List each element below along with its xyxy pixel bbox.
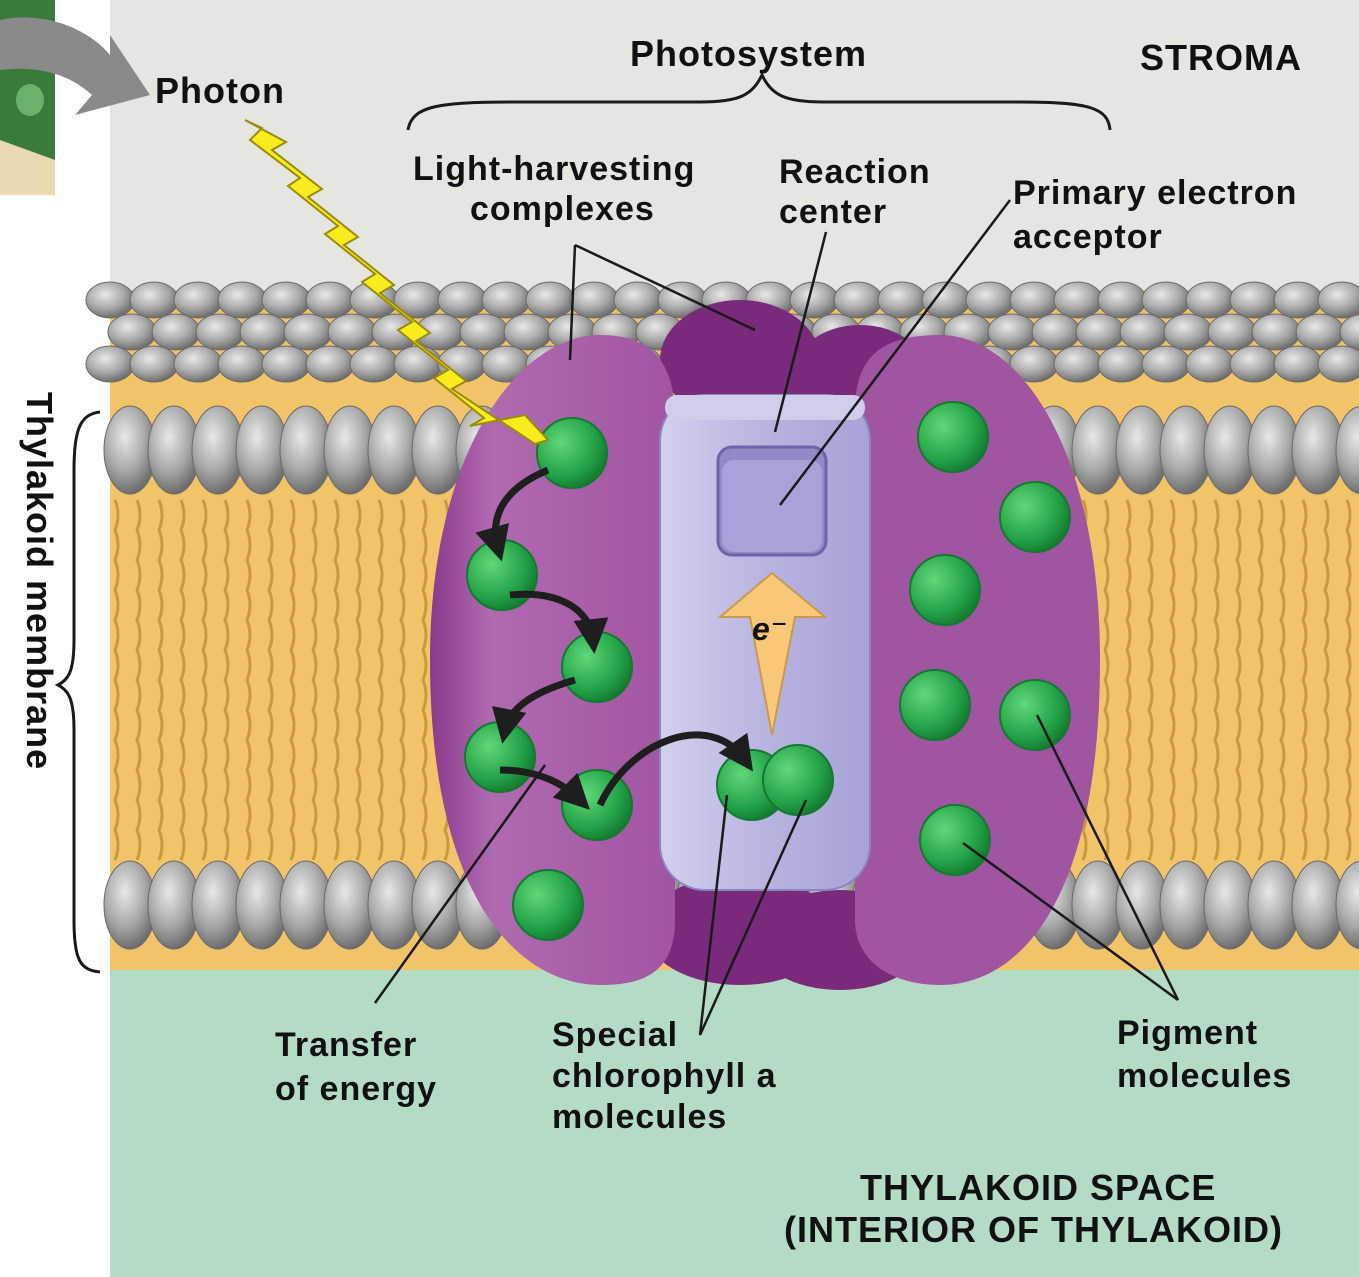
pigment-molecule bbox=[562, 632, 632, 702]
lipid-head bbox=[218, 282, 266, 318]
stroma-label: STROMA bbox=[1140, 37, 1302, 78]
lipid-head bbox=[526, 282, 574, 318]
transfer-label-line2: of energy bbox=[275, 1070, 437, 1108]
lipid-head bbox=[108, 314, 156, 350]
light-harvesting-label-line2: complexes bbox=[470, 190, 655, 228]
photosystem-label: Photosystem bbox=[630, 33, 867, 74]
lipid-head bbox=[1296, 314, 1344, 350]
pigment-molecule bbox=[1000, 680, 1070, 750]
pigment-molecule bbox=[1000, 482, 1070, 552]
lipid-head bbox=[504, 314, 552, 350]
lipid-head bbox=[86, 282, 134, 318]
lipid-head bbox=[482, 282, 530, 318]
lipid-head bbox=[328, 314, 376, 350]
lipid-head bbox=[218, 346, 266, 382]
photon-label: Photon bbox=[155, 70, 285, 111]
transfer-label-line1: Transfer bbox=[275, 1026, 417, 1064]
lipid-head bbox=[966, 282, 1014, 318]
lipid-head bbox=[1318, 346, 1359, 382]
lipid-head bbox=[460, 314, 508, 350]
pigment-molecule bbox=[537, 418, 607, 488]
lipid-head bbox=[240, 314, 288, 350]
pigment-molecule bbox=[513, 870, 583, 940]
lipid-head bbox=[878, 282, 926, 318]
lipid-head bbox=[152, 314, 200, 350]
reaction-center-label-line2: center bbox=[779, 193, 887, 231]
lipid-head bbox=[1142, 346, 1190, 382]
lipid-head bbox=[1010, 282, 1058, 318]
lipid-head bbox=[1054, 282, 1102, 318]
pigment-molecule bbox=[900, 670, 970, 740]
thylakoid-membrane-brace bbox=[58, 412, 100, 972]
lipid-head bbox=[262, 346, 310, 382]
special-chlorophyll-pair bbox=[717, 745, 833, 820]
lipid-head bbox=[306, 346, 354, 382]
pigment-label-line2: molecules bbox=[1117, 1057, 1292, 1095]
lipid-head bbox=[1230, 346, 1278, 382]
lipid-head bbox=[306, 282, 354, 318]
lipid-head bbox=[130, 346, 178, 382]
thylakoid-space-label-line1: THYLAKOID SPACE bbox=[860, 1167, 1216, 1208]
light-harvesting-label-line1: Light-harvesting bbox=[413, 150, 695, 188]
lipid-head bbox=[570, 282, 618, 318]
lipid-head bbox=[1098, 346, 1146, 382]
pigment-molecule bbox=[918, 402, 988, 472]
lipid-head bbox=[1186, 346, 1234, 382]
pigment-molecule bbox=[910, 555, 980, 625]
lipid-head bbox=[1164, 314, 1212, 350]
reaction-center-top bbox=[665, 395, 865, 420]
electron-label: e⁻ bbox=[752, 611, 789, 647]
thylakoid-space-label-line2: (INTERIOR OF THYLAKOID) bbox=[784, 1209, 1283, 1250]
special-label-line1: Special bbox=[552, 1016, 678, 1054]
lipid-head bbox=[1274, 282, 1322, 318]
lipid-head bbox=[262, 282, 310, 318]
lipid-head bbox=[1230, 282, 1278, 318]
lipid-head bbox=[1252, 314, 1300, 350]
lipid-head bbox=[1186, 282, 1234, 318]
primary-electron-acceptor-face bbox=[722, 460, 822, 552]
lipid-head bbox=[1318, 282, 1359, 318]
lipid-head bbox=[130, 282, 178, 318]
pigment-molecule bbox=[465, 722, 535, 792]
lipid-head bbox=[614, 282, 662, 318]
thylakoid-membrane-label: Thylakoid membrane bbox=[19, 392, 60, 770]
lipid-head bbox=[1208, 314, 1256, 350]
lipid-head bbox=[1098, 282, 1146, 318]
lipid-head bbox=[1142, 282, 1190, 318]
pigment-molecule bbox=[562, 770, 632, 840]
special-label-line3: molecules bbox=[552, 1098, 727, 1136]
pigment-label-line1: Pigment bbox=[1117, 1014, 1258, 1052]
primary-acceptor-label-line1: Primary electron bbox=[1013, 174, 1297, 212]
lipid-head bbox=[790, 282, 838, 318]
lipid-head bbox=[174, 346, 222, 382]
lipid-head bbox=[834, 282, 882, 318]
lipid-head bbox=[86, 346, 134, 382]
special-label-line2: chlorophyll a bbox=[552, 1057, 777, 1095]
lipid-head bbox=[174, 282, 222, 318]
lipid-head bbox=[1120, 314, 1168, 350]
lipid-head bbox=[1054, 346, 1102, 382]
primary-acceptor-label-line2: acceptor bbox=[1013, 218, 1163, 256]
lipid-head bbox=[196, 314, 244, 350]
reaction-center-label-line1: Reaction bbox=[779, 153, 931, 191]
lipid-head bbox=[988, 314, 1036, 350]
lipid-head bbox=[438, 282, 486, 318]
lipid-head bbox=[1274, 346, 1322, 382]
lipid-head bbox=[1032, 314, 1080, 350]
lipid-head bbox=[922, 282, 970, 318]
lipid-head bbox=[350, 346, 398, 382]
pigment-molecule bbox=[467, 540, 537, 610]
lipid-head bbox=[1076, 314, 1124, 350]
pigment-molecule bbox=[920, 805, 990, 875]
lipid-head bbox=[284, 314, 332, 350]
special-chlorophyll-a bbox=[763, 745, 833, 815]
